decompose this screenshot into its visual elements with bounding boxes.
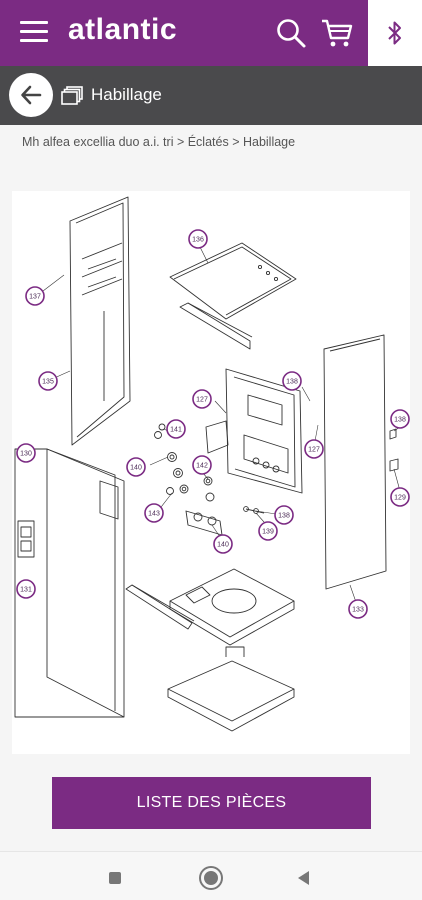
svg-text:141: 141 <box>170 427 182 434</box>
svg-text:140: 140 <box>130 465 142 472</box>
svg-text:138: 138 <box>286 379 298 386</box>
svg-text:136: 136 <box>192 237 204 244</box>
svg-text:129: 129 <box>394 495 406 502</box>
breadcrumb: Mh alfea excellia duo a.i. tri > Éclatés… <box>22 135 296 149</box>
back-button[interactable] <box>9 73 53 117</box>
svg-text:127: 127 <box>196 397 208 404</box>
search-icon[interactable] <box>275 17 307 49</box>
arrow-left-icon <box>21 85 42 105</box>
svg-text:133: 133 <box>352 607 364 614</box>
breadcrumb-product[interactable]: Mh alfea excellia duo a.i. tri <box>22 135 174 149</box>
app-header: atlantic <box>0 0 422 66</box>
svg-text:142: 142 <box>196 463 208 470</box>
page-title: Habillage <box>91 85 162 104</box>
exploded-diagram[interactable]: 137 135 136 127 127 130 131 138 138 129 … <box>12 191 410 754</box>
bluetooth-button[interactable] <box>368 0 422 66</box>
svg-text:135: 135 <box>42 379 54 386</box>
hamburger-menu-icon[interactable] <box>20 21 48 43</box>
svg-text:137: 137 <box>29 294 41 301</box>
breadcrumb-current: Habillage <box>242 135 296 149</box>
exploded-view-drawing: 137 135 136 127 127 130 131 138 138 129 … <box>14 196 410 732</box>
svg-text:140: 140 <box>217 542 229 549</box>
svg-text:131: 131 <box>20 587 32 594</box>
recent-apps-icon[interactable] <box>109 872 121 884</box>
brand-logo[interactable]: atlantic <box>68 13 178 46</box>
home-icon[interactable] <box>201 868 221 888</box>
parts-list-button[interactable]: LISTE DES PIÈCES <box>52 777 371 829</box>
cart-icon[interactable] <box>320 17 354 49</box>
svg-text:130: 130 <box>20 451 32 458</box>
svg-text:143: 143 <box>148 511 160 518</box>
back-icon[interactable] <box>298 871 309 885</box>
svg-text:138: 138 <box>394 417 406 424</box>
system-nav-bar <box>0 851 422 900</box>
pages-icon <box>61 86 83 105</box>
breadcrumb-eclates[interactable]: Éclatés <box>187 135 229 149</box>
svg-text:138: 138 <box>278 513 290 520</box>
bluetooth-icon <box>388 21 401 45</box>
svg-text:127: 127 <box>308 447 320 454</box>
svg-text:139: 139 <box>262 529 274 536</box>
